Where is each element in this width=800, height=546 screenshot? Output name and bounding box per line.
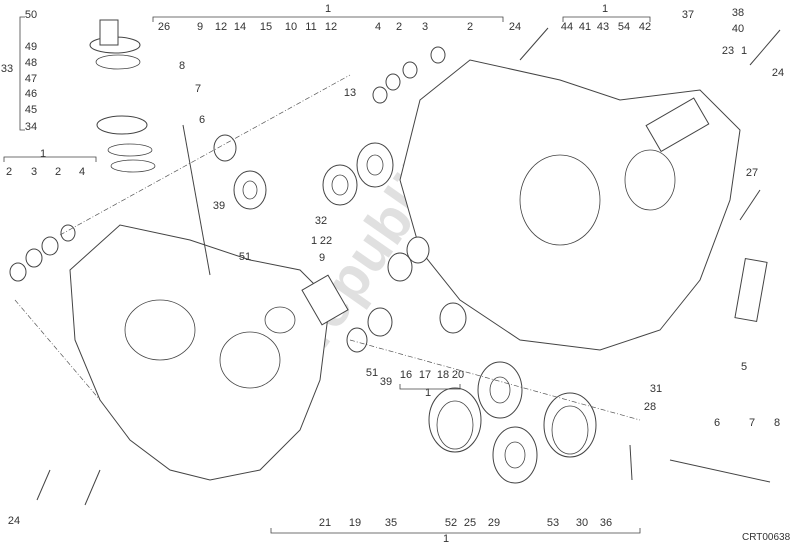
part-label-21: 21 [319,517,331,529]
part-label-54: 54 [618,21,630,33]
part-label-47: 47 [25,73,37,85]
part-label-27: 27 [746,167,758,179]
part-label-2: 2 [6,166,12,178]
part-label-35: 35 [385,517,397,529]
dash-lines [14,74,641,421]
part-label-5: 5 [741,361,747,373]
part-label-39: 39 [213,200,225,212]
part-label-12: 12 [325,21,337,33]
part-label-11: 11 [305,21,316,33]
part-label-24: 24 [509,21,521,33]
part-label-34: 34 [25,121,37,133]
part-label-30: 30 [576,517,588,529]
bearings [9,46,597,484]
part-label-49: 49 [25,41,37,53]
part-label-4: 4 [375,21,381,33]
part-label-44: 44 [561,21,573,33]
part-label-42: 42 [639,21,651,33]
part-label-37: 37 [682,9,694,21]
right-crankcase [399,59,741,351]
part-label-48: 48 [25,57,37,69]
part-label-46: 46 [25,88,37,100]
part-label-2: 2 [467,21,473,33]
part-label-29: 29 [488,517,500,529]
part-label-2: 2 [55,166,61,178]
part-label-39: 39 [380,376,392,388]
part-label-28: 28 [644,401,656,413]
part-label-31: 31 [650,383,662,395]
part-label-2: 2 [396,21,402,33]
part-label-32: 32 [315,215,327,227]
part-label-9: 9 [197,21,203,33]
part-label-8: 8 [774,417,780,429]
pump-assembly [89,19,156,173]
part-label-17: 17 [419,369,431,381]
part-label-1: 1 [602,3,608,15]
brackets [3,16,651,534]
part-label-1: 1 [443,533,449,545]
part-label-16: 16 [400,369,412,381]
part-label-24: 24 [772,67,784,79]
part-label-6: 6 [199,114,205,126]
part-label-15: 15 [260,21,272,33]
part-label-38: 38 [732,7,744,19]
part-label-24: 24 [8,515,20,527]
part-label-8: 8 [179,60,185,72]
part-label-13: 13 [344,87,356,99]
studs-and-bolts [36,27,781,506]
part-label-25: 25 [464,517,476,529]
part-label-1: 1 [741,45,747,57]
part-label-1: 1 [40,148,46,160]
part-label-18: 18 [437,369,449,381]
part-label-41: 41 [579,21,591,33]
part-label-33: 33 [1,63,13,75]
part-label-1: 1 [311,235,317,247]
part-label-36: 36 [600,517,612,529]
part-label-53: 53 [547,517,559,529]
left-crankcase [69,224,349,481]
part-label-14: 14 [234,21,246,33]
part-label-1: 1 [325,3,331,15]
part-label-51: 51 [239,251,251,263]
part-label-20: 20 [452,369,464,381]
part-label-40: 40 [732,23,744,35]
diagram-code: CRT00638 [742,532,791,543]
part-label-3: 3 [422,21,428,33]
part-label-51: 51 [366,367,378,379]
part-label-26: 26 [158,21,170,33]
part-label-43: 43 [597,21,609,33]
part-label-19: 19 [349,517,361,529]
part-label-50: 50 [25,9,37,21]
part-label-7: 7 [749,417,755,429]
part-label-9: 9 [319,252,325,264]
part-label-10: 10 [285,21,297,33]
part-label-7: 7 [195,83,201,95]
part-label-12: 12 [215,21,227,33]
part-label-6: 6 [714,417,720,429]
part-label-23: 23 [722,45,734,57]
part-label-1: 1 [425,387,431,399]
part-label-45: 45 [25,104,37,116]
part-label-22: 22 [320,235,332,247]
part-label-3: 3 [31,166,37,178]
part-label-4: 4 [79,166,85,178]
part-label-52: 52 [445,517,457,529]
